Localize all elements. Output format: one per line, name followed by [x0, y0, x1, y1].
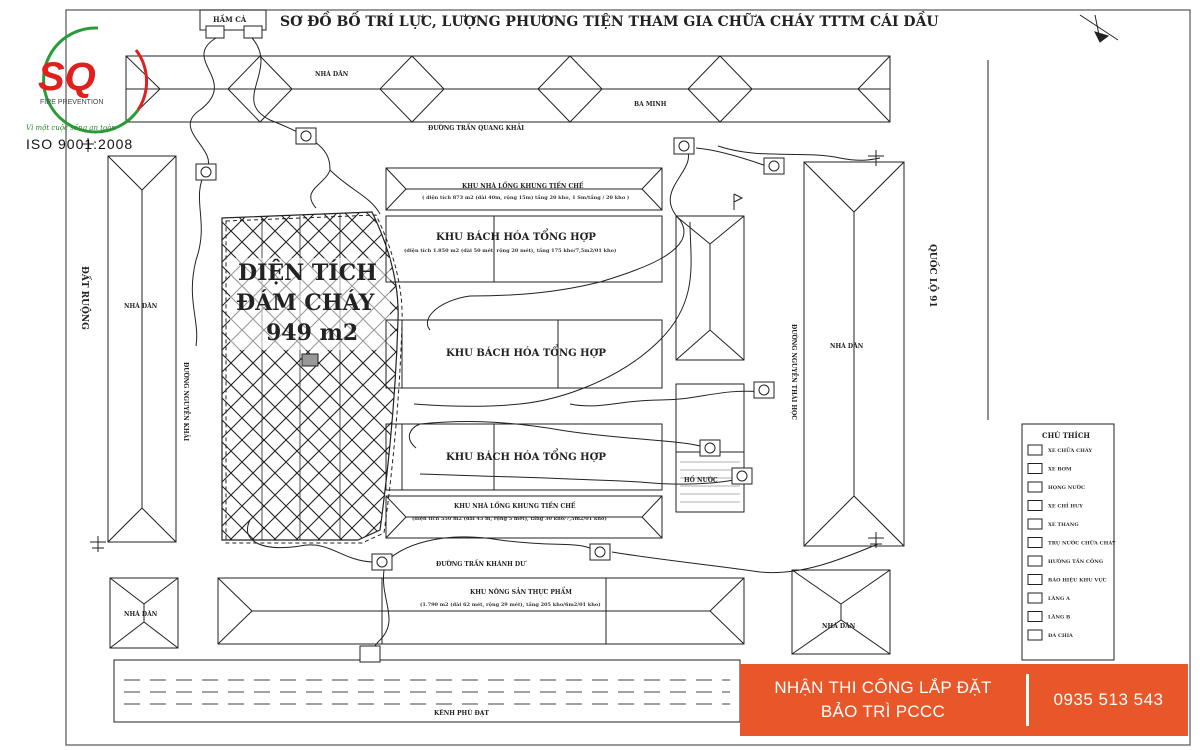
svg-text:HẦM CÁ: HẦM CÁ: [213, 14, 247, 24]
label-dat-ruong: ĐẤT RUỘNG: [79, 266, 92, 330]
label-khu-nong-san-sub: (1.790 m2 (dài 62 mét, rộng 29 mét), tần…: [420, 600, 601, 608]
promo-banner[interactable]: NHẬN THI CÔNG LẮP ĐẶT BẢO TRÌ PCCC 0935 …: [740, 664, 1188, 736]
label-khu-nha-long-bottom: KHU NHÀ LỒNG KHUNG TIỀN CHẾ: [454, 501, 576, 510]
khu-nha-long-top: [385, 167, 663, 211]
label-khu-bach-hoa-1: KHU BÁCH HÓA TỔNG HỢP: [436, 229, 596, 243]
label-khu-nha-long-top-sub: ( diện tích 873 m2 (dài 40m, rộng 15m) t…: [422, 193, 629, 201]
north-arrow-icon: [1079, 14, 1119, 43]
bottom-left-house: [109, 577, 179, 649]
bottom-right-house: [791, 569, 891, 655]
top-houses: [125, 55, 891, 123]
legend-symbol-icon: [1027, 574, 1043, 585]
khu-nong-san: [217, 577, 745, 645]
hydrant-icons: [82, 138, 884, 552]
khu-bach-hoa-2: [385, 319, 663, 389]
khu-nha-long-bottom: [385, 495, 663, 539]
burn-area-label: DIỆN TÍCH ĐÁM CHÁY 949 m2: [230, 258, 390, 350]
legend-item-label: XE THANG: [1048, 522, 1079, 528]
logo-sub: FIRE PREVENTION: [40, 99, 103, 106]
left-house: [107, 155, 177, 543]
legend-item-label: TRỤ NƯỚC CHỮA CHÁY: [1048, 539, 1116, 547]
label-duong-nguyen-khai: ĐƯỜNG NGUYỄN KHẢI: [182, 362, 190, 441]
logo-mark: SQ: [38, 55, 96, 99]
khu-bach-hoa-1: [385, 215, 663, 283]
legend-symbol-icon: [1027, 629, 1043, 641]
label-nha-dan-right: NHÀ DÂN: [830, 343, 864, 350]
legend-symbol-icon: [1027, 555, 1043, 567]
svg-text:949 m2: 949 m2: [266, 320, 358, 346]
banner-separator: [1026, 674, 1029, 726]
label-nha-dan-bottom-left: NHÀ DÂN: [124, 611, 158, 618]
banner-text: NHẬN THI CÔNG LẮP ĐẶT BẢO TRÌ PCCC: [740, 676, 1026, 724]
legend-item-label: LĂNG B: [1048, 613, 1070, 621]
legend-symbol-icon: [1027, 518, 1043, 530]
legend-symbol-icon: [1027, 444, 1043, 456]
legend-symbol-icon: [1027, 500, 1043, 511]
svg-text:DIỆN TÍCH: DIỆN TÍCH: [238, 259, 377, 286]
label-khu-bach-hoa-2: KHU BÁCH HÓA TỔNG HỢP: [446, 345, 606, 359]
brand-logo: SQ FIRE PREVENTION: [18, 20, 158, 160]
legend-item-label: HƯỚNG TẤN CÔNG: [1048, 557, 1103, 565]
label-khu-bach-hoa-3: KHU BÁCH HÓA TỔNG HỢP: [446, 449, 606, 463]
legend-item-label: XE CHỈ HUY: [1048, 502, 1083, 510]
banner-line2: BẢO TRÌ PCCC: [820, 702, 946, 721]
map-frame: [65, 9, 1191, 746]
label-nha-dan-top: NHÀ DÂN: [315, 71, 349, 78]
banner-phone[interactable]: 0935 513 543: [1053, 690, 1164, 709]
iso-label: ISO 9001:2008: [26, 136, 134, 152]
diagram-title: SƠ ĐỒ BỐ TRÍ LỰC, LƯỢNG PHƯƠNG TIỆN THAM…: [280, 10, 939, 30]
right-house: [803, 161, 905, 547]
fire-truck-icons: [195, 127, 785, 663]
ham-ca-area: HẦM CÁ: [199, 9, 267, 39]
legend-item-label: ĐÀ CHIA: [1048, 632, 1073, 639]
label-duong-tran-quang-khai: ĐƯỜNG TRẦN QUANG KHẢI: [428, 123, 524, 132]
legend-symbol-icon: [1027, 611, 1043, 622]
label-duong-nguyen-thai-hoc: ĐƯỜNG NGUYỄN THÁI HỌC: [790, 324, 798, 420]
label-khu-nha-long-bottom-sub: (diện tích 550 m2 (dài 45 m, rộng 5 mét)…: [412, 514, 607, 522]
legend-symbol-icon: [1027, 463, 1043, 474]
khu-bach-hoa-3: [385, 423, 663, 491]
legend-item-label: BÁO HIỆU KHU VỰC: [1048, 576, 1107, 584]
label-khu-nong-san: KHU NÔNG SẢN THỰC PHẨM: [470, 587, 572, 596]
label-nha-dan-left: NHÀ DÂN: [124, 303, 158, 310]
label-quoc-lo: QUỐC LỘ 91: [927, 244, 940, 308]
banner-line1: NHẬN THI CÔNG LẮP ĐẶT: [774, 678, 992, 697]
kenh-phu-dat: [113, 659, 741, 723]
svg-text:HỒ NƯỚC: HỒ NƯỚC: [684, 475, 718, 484]
legend-symbol-icon: [1027, 537, 1043, 548]
svg-text:ĐÁM CHÁY: ĐÁM CHÁY: [236, 289, 375, 316]
label-nha-dan-bottom-right: NHÀ DÂN: [822, 623, 856, 630]
legend-symbol-icon: [1027, 592, 1043, 604]
svg-text:CHÚ THÍCH: CHÚ THÍCH: [1042, 431, 1090, 440]
label-kenh-phu-dat: KÊNH PHÚ ĐẠT: [434, 709, 489, 717]
label-khu-nha-long-top: KHU NHÀ LỒNG KHUNG TIỀN CHẾ: [462, 181, 584, 190]
label-ba-minh: BA MINH: [634, 101, 667, 108]
legend-symbol-icon: [1027, 481, 1043, 493]
legend-items: XE CHỮA CHÁY XE BƠM HỌNG NƯỚC XE CHỈ HUY XE …: [1027, 444, 1116, 641]
legend-item-label: XE CHỮA CHÁY: [1048, 446, 1092, 454]
legend-item-label: XE BƠM: [1048, 467, 1072, 473]
logo-slogan: Vì một cuộc sống an toàn: [26, 124, 116, 132]
label-khu-bach-hoa-1-sub: (diện tích 1.850 m2 (dài 50 mét, rộng 20…: [404, 246, 616, 254]
legend-item-label: HỌNG NƯỚC: [1048, 483, 1085, 491]
hose-lines: [189, 37, 881, 657]
legend-item-label: LĂNG A: [1048, 594, 1070, 602]
label-duong-tran-khanh-du: ĐƯỜNG TRẦN KHÁNH DƯ: [436, 559, 527, 568]
